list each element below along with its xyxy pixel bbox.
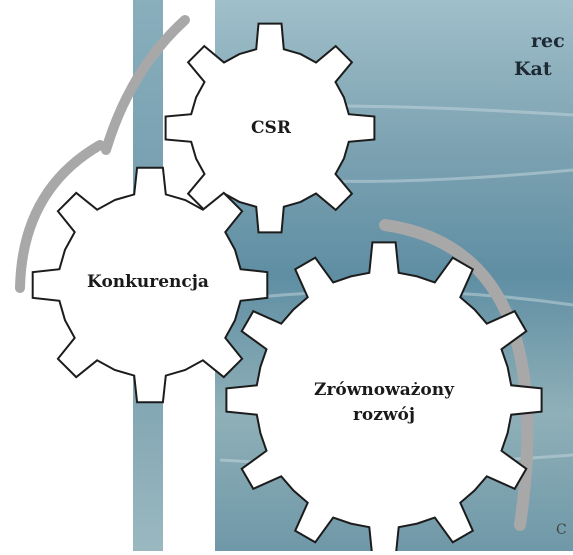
gear-zrownowazony-rozwoj <box>225 241 543 555</box>
edge-text-line2: Kat <box>514 58 552 80</box>
gear-konkurencja <box>31 166 269 404</box>
edge-text-line1: rec <box>531 30 565 52</box>
gear-label-rozwoj-line1: Zrównoważony <box>314 380 455 400</box>
edge-text-bottom: C <box>556 522 567 538</box>
gear-label-konkurencja: Konkurencja <box>87 272 209 292</box>
gear-label-rozwoj-line2: rozwój <box>353 405 415 425</box>
arrow-clockwise-icon <box>379 219 534 531</box>
gear-csr <box>164 22 376 234</box>
arrow-up-icon <box>101 15 190 155</box>
gear-label-csr: CSR <box>251 118 292 138</box>
arrow-down-left-icon <box>15 140 105 293</box>
